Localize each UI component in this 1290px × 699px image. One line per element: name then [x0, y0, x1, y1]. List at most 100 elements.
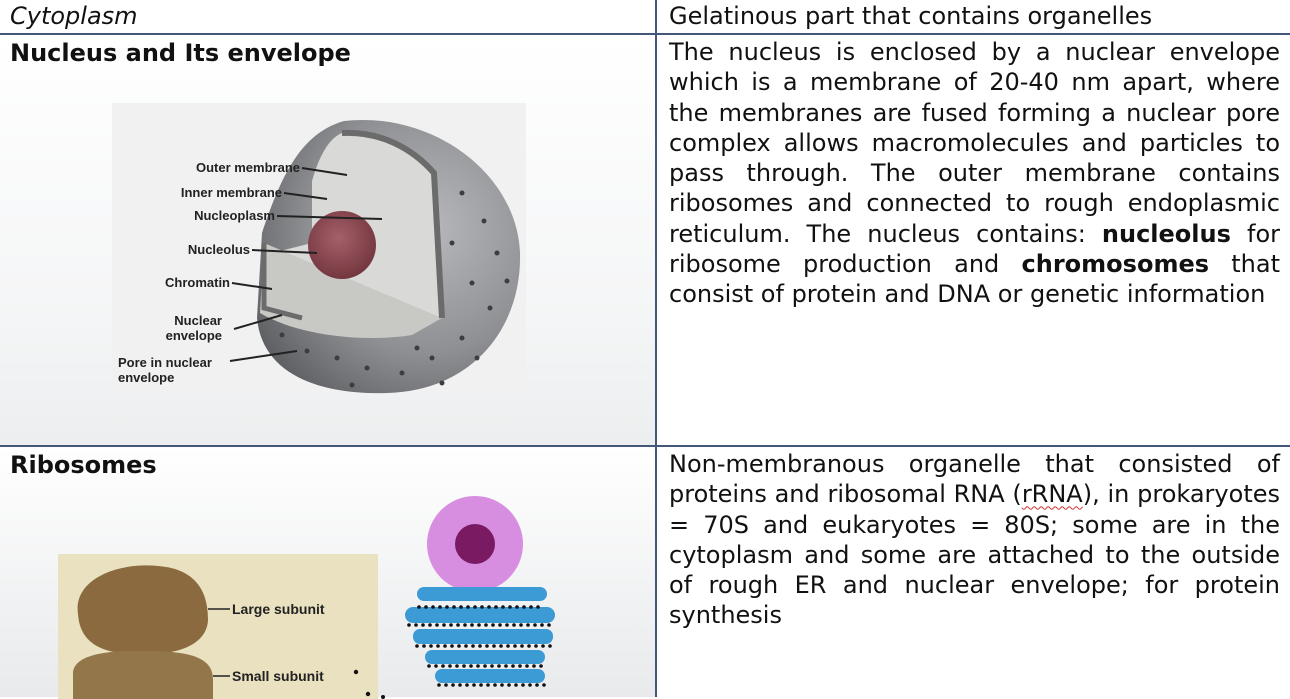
er-ribosome-dot — [515, 605, 519, 609]
er-ribosome-dot — [431, 605, 435, 609]
er-ribosome-dot — [513, 644, 517, 648]
er-ribosome-dot — [443, 644, 447, 648]
label-small-subunit: Small subunit — [232, 668, 324, 684]
er-ribosome-dot — [457, 644, 461, 648]
er-ribosome-dot — [442, 623, 446, 627]
er-ribosome-dot — [498, 623, 502, 627]
er-ribosome-dot — [478, 644, 482, 648]
er-ribosome-dot — [484, 623, 488, 627]
er-ribosome-dot — [499, 644, 503, 648]
chromosomes-term: chromosomes — [1021, 250, 1210, 279]
er-ribosome-dots — [407, 605, 552, 687]
er-ribosome-dot — [529, 605, 533, 609]
er-ribosome-dot — [526, 623, 530, 627]
er-ribosome-dot — [508, 605, 512, 609]
description-cell: Gelatinous part that contains organelles — [657, 0, 1290, 33]
label-chromatin: Chromatin — [165, 275, 230, 290]
er-ribosome-dot — [429, 644, 433, 648]
er-ribosome-dot — [535, 683, 539, 687]
er-ribosome-dot — [452, 605, 456, 609]
er-ribosome-dot — [445, 605, 449, 609]
er-ribosome-dot — [464, 644, 468, 648]
er-ribosome-dot — [486, 683, 490, 687]
er-ribosome-dot — [541, 644, 545, 648]
label-pore-2: envelope — [118, 370, 174, 385]
er-ribosome-dot — [466, 605, 470, 609]
er-ribosome-dot — [455, 664, 459, 668]
ribosome-leader-lines — [208, 608, 230, 677]
er-ribosome-dot — [501, 605, 505, 609]
label-inner-membrane: Inner membrane — [181, 185, 282, 200]
er-ribosome-dot — [525, 664, 529, 668]
label-pore-1: Pore in nuclear — [118, 355, 212, 370]
row-divider — [0, 33, 1290, 35]
row-divider — [0, 445, 1290, 447]
description-cell: Non-membranous organelle that consisted … — [657, 447, 1290, 697]
er-ribosome-dot — [477, 623, 481, 627]
nucleolus-term: nucleolus — [1101, 219, 1231, 248]
description-nucleus: The nucleus is enclosed by a nuclear env… — [669, 35, 1280, 310]
er-ribosome-dot — [490, 664, 494, 668]
er-ribosome-dot — [448, 664, 452, 668]
er-ribosome-dot — [483, 664, 487, 668]
term-nucleus: Nucleus and Its envelope — [10, 39, 351, 67]
er-ribosome-dot — [527, 644, 531, 648]
er-ribosome-dot — [520, 644, 524, 648]
er-ribosome-dot — [521, 683, 525, 687]
er-ribosome-dot — [459, 605, 463, 609]
er-ribosome-dot — [539, 664, 543, 668]
rrna-term: rRNA — [1021, 480, 1083, 509]
er-ribosome-dot — [511, 664, 515, 668]
er-ribosome-dot — [518, 664, 522, 668]
nuclear-pores — [279, 190, 510, 388]
er-ribosome-dot — [438, 605, 442, 609]
label-outer-membrane: Outer membrane — [196, 160, 300, 175]
er-ribosome-dot — [540, 623, 544, 627]
er-ribosome-dot — [506, 644, 510, 648]
er-ribosome-dot — [512, 623, 516, 627]
nucleus-text-c: that consist of protein and DNA or genet… — [669, 250, 1280, 309]
ribosome-diagram: Large subunit Small subunit — [58, 554, 385, 699]
er-ribosome-dot — [428, 623, 432, 627]
er-ribosome-dot — [472, 683, 476, 687]
er-ribosome-dot — [436, 644, 440, 648]
er-ribosome-dot — [507, 683, 511, 687]
er-ribosome-dot — [462, 664, 466, 668]
nucleus-text-b: for ribosome production and — [669, 219, 1280, 279]
er-ribosome-dot — [492, 644, 496, 648]
table-row-cytoplasm: Cytoplasm Gelatinous part that contains … — [0, 0, 1290, 33]
er-ribosome-dot — [534, 644, 538, 648]
er-ribosome-dot — [514, 683, 518, 687]
er-ribosome-dot — [449, 623, 453, 627]
er-ribosome-dot — [547, 623, 551, 627]
er-ribosome-dot — [497, 664, 501, 668]
rough-er-diagram — [405, 496, 555, 687]
er-ribosome-dot — [421, 623, 425, 627]
ribosome-text-a: Non-membranous organelle that consisted … — [669, 450, 1280, 509]
er-ribosome-dot — [532, 664, 536, 668]
er-ribosome-dot — [417, 605, 421, 609]
column-divider — [655, 0, 657, 697]
term-cell: Nucleus and Its envelope — [0, 35, 655, 445]
er-ribosome-dot — [422, 644, 426, 648]
er-ribosome-dot — [476, 664, 480, 668]
table-row-nucleus: Nucleus and Its envelope — [0, 35, 1290, 445]
er-ribosome-dot — [458, 683, 462, 687]
er-ribosome-dot — [407, 623, 411, 627]
er-ribosome-dot — [536, 605, 540, 609]
er-ribosome-dot — [415, 644, 419, 648]
er-ribosome-dot — [519, 623, 523, 627]
er-ribosome-dot — [542, 683, 546, 687]
er-ribosome-dot — [471, 644, 475, 648]
er-ribosome-dot — [435, 623, 439, 627]
er-ribosome-dot — [441, 664, 445, 668]
nucleolus-shape — [308, 211, 376, 279]
er-ribosome-dot — [491, 623, 495, 627]
er-ribosome-dot — [533, 623, 537, 627]
er-ribosome-dot — [473, 605, 477, 609]
er-ribosome-dot — [424, 605, 428, 609]
label-nuclear-envelope-2: envelope — [166, 328, 222, 343]
nucleus-diagram: Outer membrane Inner membrane Nucleoplas… — [112, 103, 526, 394]
er-ribosome-dot — [528, 683, 532, 687]
